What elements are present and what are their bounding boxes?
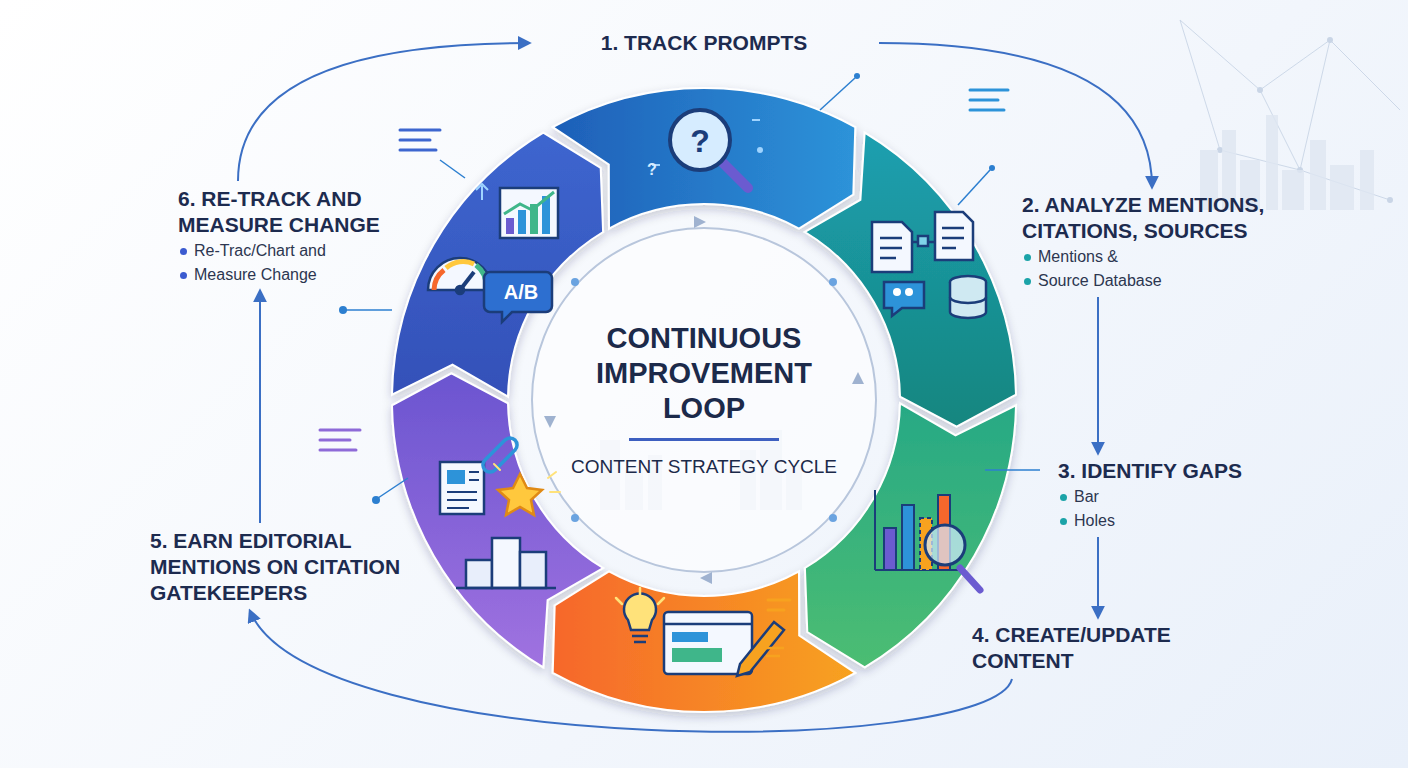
hub-subtitle-line: CONTENT STRATEGY CYCLE	[629, 438, 779, 479]
bullet-dot	[1024, 254, 1031, 261]
bullet-text: Bar	[1074, 488, 1099, 505]
stage-label: 3. IDENTIFY GAPS BarHoles	[1058, 458, 1278, 532]
bullet-text: Re-Trac/Chart and	[194, 242, 326, 259]
cycle-arrow	[879, 43, 1152, 187]
stage-heading: 2. ANALYZE MENTIONS, CITATIONS, SOURCES	[1022, 192, 1312, 244]
hub-title: CONTINUOUS IMPROVEMENT LOOP	[569, 321, 839, 426]
bullet-item: Measure Change	[178, 264, 428, 286]
bullet-dot	[1060, 518, 1067, 525]
cycle-arrow	[238, 43, 529, 181]
bullet-item: Holes	[1058, 510, 1278, 532]
ring-segment	[553, 571, 856, 712]
bullet-text: Mentions &	[1038, 248, 1118, 265]
hub-subtitle: CONTENT STRATEGY CYCLE	[569, 455, 839, 479]
bullet-text: Holes	[1074, 512, 1115, 529]
bullet-item: Bar	[1058, 486, 1278, 508]
stage-heading: 1. TRACK PROMPTS	[534, 30, 874, 56]
bullet-dot	[1024, 278, 1031, 285]
stage-label: 6. RE-TRACK AND MEASURE CHANGE Re-Trac/Ch…	[178, 186, 428, 286]
center-hub: CONTINUOUS IMPROVEMENT LOOP CONTENT STRAT…	[569, 321, 839, 479]
bullet-item: Source Database	[1022, 270, 1312, 292]
bullet-item: Re-Trac/Chart and	[178, 240, 428, 262]
cycle-arrow	[1097, 537, 1099, 617]
cycle-arrow	[1097, 297, 1099, 453]
stage-heading: 3. IDENTIFY GAPS	[1058, 458, 1278, 484]
stage-heading: 5. EARN EDITORIAL MENTIONS ON CITATION G…	[150, 528, 440, 606]
bullet-text: Source Database	[1038, 272, 1162, 289]
stage-heading: 6. RE-TRACK AND MEASURE CHANGE	[178, 186, 428, 238]
stage-label: 2. ANALYZE MENTIONS, CITATIONS, SOURCES M…	[1022, 192, 1312, 292]
question-mark: ?	[647, 161, 657, 179]
stage-label: 1. TRACK PROMPTS	[534, 30, 874, 56]
bullet-dot	[1060, 494, 1067, 501]
bullet-item: Mentions &	[1022, 246, 1312, 268]
cycle-arrow	[259, 291, 261, 523]
cycle-arrow	[250, 611, 1012, 732]
stage-label: 4. CREATE/UPDATE CONTENT	[972, 622, 1232, 674]
stage-label: 5. EARN EDITORIAL MENTIONS ON CITATION G…	[150, 528, 440, 606]
ab-test-label: A/B	[504, 281, 538, 304]
bullet-dot	[180, 248, 187, 255]
bullet-dot	[180, 272, 187, 279]
question-mark: ?	[690, 123, 710, 160]
bullet-text: Measure Change	[194, 266, 317, 283]
stage-heading: 4. CREATE/UPDATE CONTENT	[972, 622, 1232, 674]
